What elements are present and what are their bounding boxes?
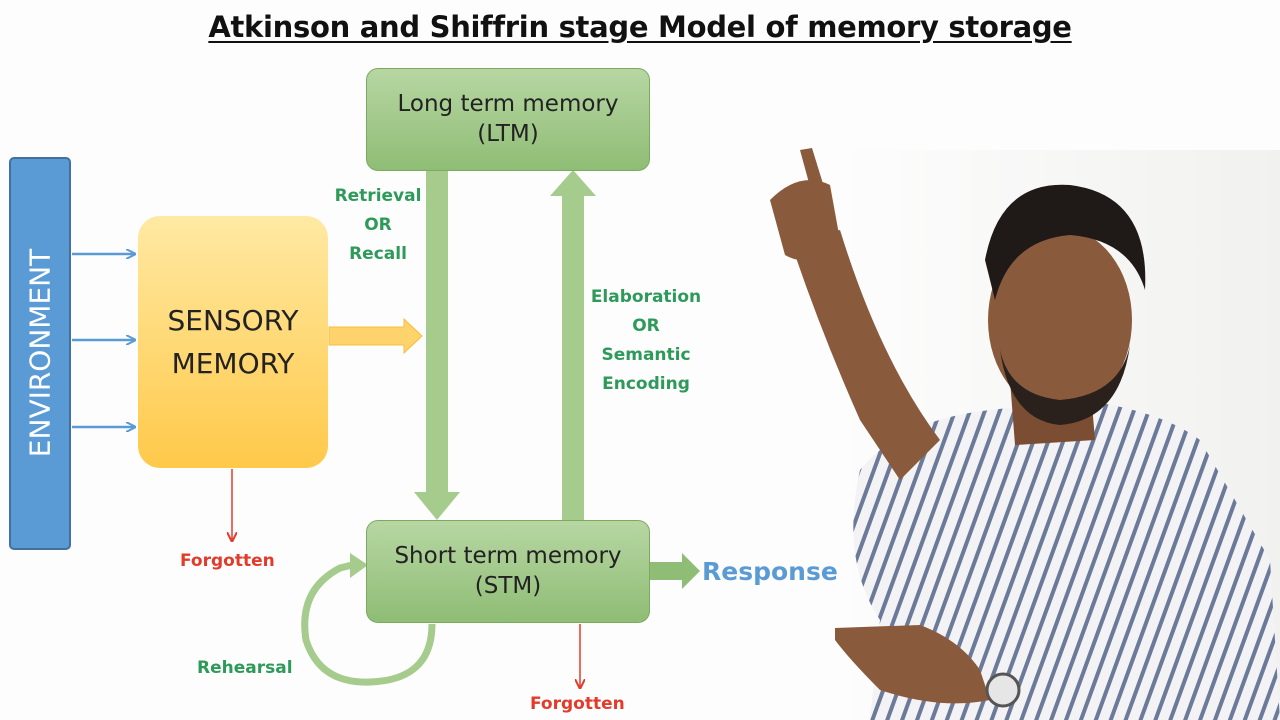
sensory-line-1: SENSORY	[167, 303, 299, 337]
elaboration-line-3: Semantic	[601, 344, 691, 365]
elaboration-label: Elaboration OR Semantic Encoding	[582, 283, 710, 399]
retrieval-label: Retrieval OR Recall	[330, 182, 426, 269]
rehearsal-label: Rehearsal	[197, 658, 293, 678]
stm-line-2: (STM)	[474, 572, 542, 599]
retrieval-line-1: Retrieval	[334, 186, 422, 206]
response-arrow	[650, 553, 700, 589]
response-label: Response	[702, 557, 838, 586]
elaboration-arrow	[550, 170, 596, 520]
forgotten-sensory-label: Forgotten	[180, 551, 275, 571]
ltm-line-1: Long term memory	[397, 90, 619, 117]
stm-line-1: Short term memory	[394, 542, 622, 569]
elaboration-line-2: OR	[632, 315, 660, 336]
ltm-line-2: (LTM)	[477, 120, 539, 147]
environment-block	[9, 157, 71, 550]
retrieval-arrow	[414, 171, 460, 520]
elaboration-line-1: Elaboration	[590, 287, 702, 307]
sensory-to-stm-arrow	[328, 317, 423, 355]
sensory-line-2: MEMORY	[171, 347, 295, 380]
retrieval-line-2: OR	[364, 214, 392, 235]
short-term-memory-box: Short term memory (STM)	[366, 520, 650, 623]
sensory-memory-box: SENSORY MEMORY	[138, 216, 328, 468]
rehearsal-loop-arrow	[301, 561, 436, 686]
page-title: Atkinson and Shiffrin stage Model of mem…	[208, 10, 1072, 44]
environment-label: ENVIRONMENT	[23, 248, 57, 458]
retrieval-line-3: Recall	[349, 243, 407, 264]
forgotten-stm-label: Forgotten	[530, 694, 625, 714]
elaboration-line-4: Encoding	[602, 373, 690, 394]
long-term-memory-box: Long term memory (LTM)	[366, 68, 650, 171]
